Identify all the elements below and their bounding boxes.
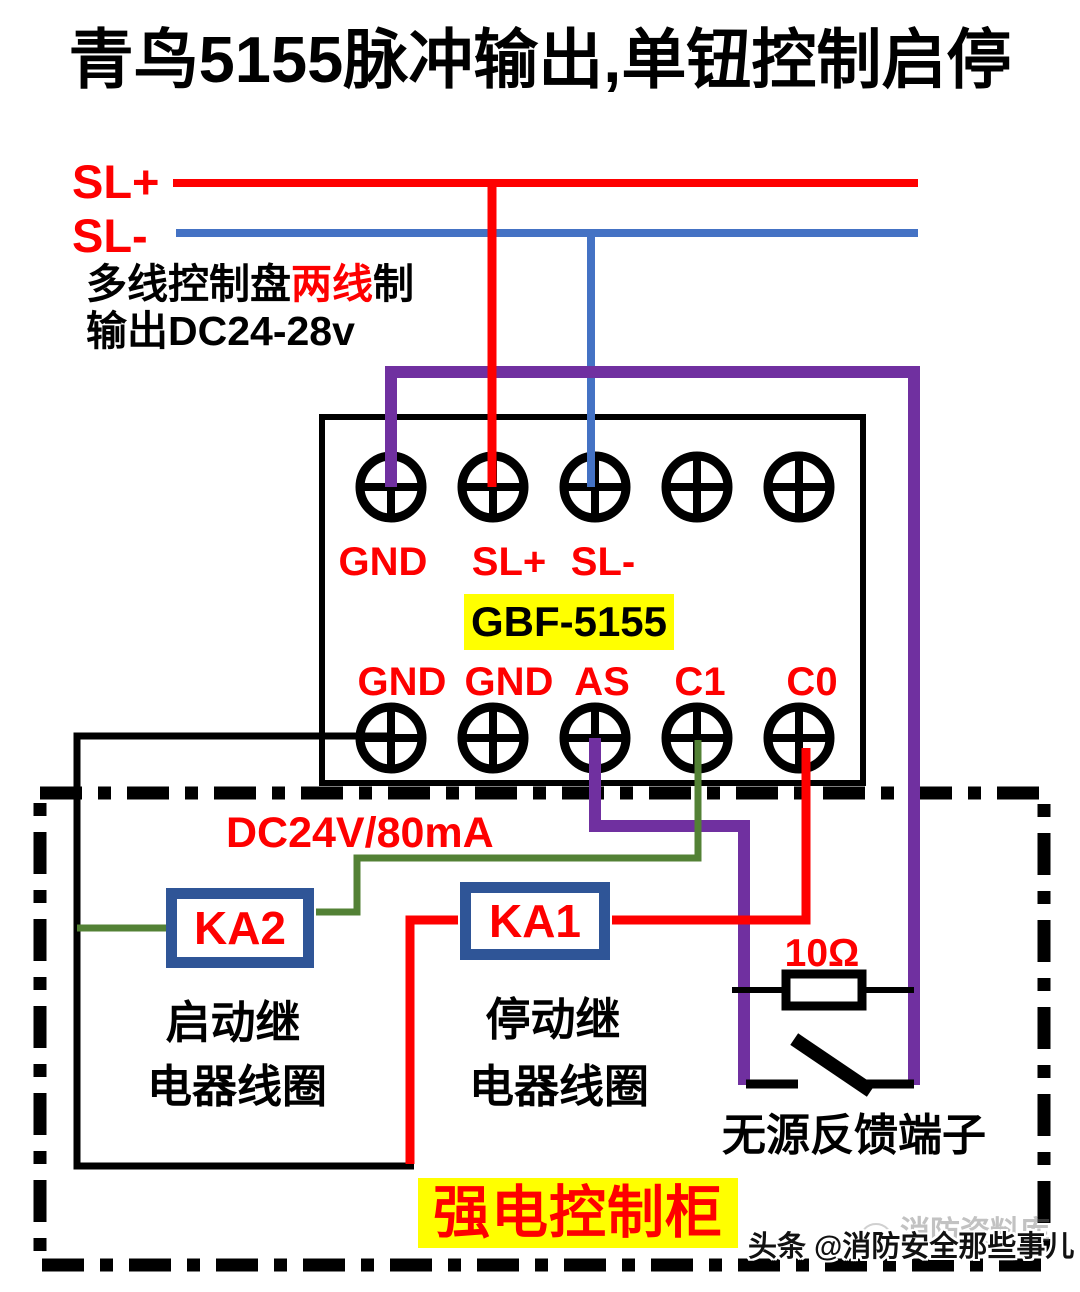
c0-to-ka1-red-wire [612, 748, 811, 925]
bus-note-suffix: 制 [373, 261, 414, 307]
bottom-terminal-label-gnd-2: GND [464, 660, 554, 704]
top-terminal-label-gnd: GND [338, 540, 428, 584]
bus-note-prefix: 多线控制盘 [86, 261, 291, 307]
feedback-terminal-label: 无源反馈端子 [722, 1111, 986, 1160]
gnd-loop-black-wire [73, 732, 414, 1170]
ka1-return-red-wire [405, 915, 458, 1164]
resistor-body [781, 969, 867, 1011]
cabinet-dashdot-border [33, 786, 1051, 1272]
sl-minus-bus-label: SL- [72, 209, 148, 262]
top-terminal-label-sl-plus: SL+ [471, 540, 547, 584]
terminal-bottom-gnd-2 [457, 702, 529, 774]
switch-blade [790, 1033, 875, 1097]
bottom-terminal-label-c1: C1 [674, 660, 726, 704]
bottom-terminal-label-c0: C0 [786, 660, 838, 704]
terminal-bottom-c0 [763, 702, 835, 774]
start-relay-ka2-box: KA2 [166, 888, 314, 968]
bus-note-highlight: 两线 [291, 261, 373, 307]
top-terminal-label-sl-minus: SL- [570, 540, 636, 584]
stop-relay-ka1-box: KA1 [460, 882, 610, 960]
sl-plus-bus-label: SL+ [72, 155, 160, 208]
gnd-to-feedback-purple-wire [385, 366, 920, 1085]
as-to-feedback-purple-wire [589, 738, 750, 1085]
bottom-terminal-label-gnd-1: GND [357, 660, 447, 704]
bottom-terminal-label-as: AS [574, 660, 630, 704]
module-model-badge: GBF-5155 [464, 594, 674, 650]
resistor-value-label: 10Ω [784, 932, 860, 975]
byline-watermark: 头条 @消防安全那些事儿 [748, 1231, 1075, 1263]
cabinet-name-badge: 强电控制柜 [418, 1178, 738, 1248]
stop-relay-desc-line2: 电器线圈 [468, 1061, 650, 1112]
watermark-logo-icon [859, 1223, 893, 1257]
power-rating-label: DC24V/80mA [226, 809, 494, 857]
terminal-top-spare-2 [763, 451, 835, 523]
start-relay-desc-line1: 启动继 [165, 997, 301, 1048]
terminal-top-spare-1 [661, 451, 733, 523]
c1-to-ka2-green-wire [316, 740, 702, 916]
page-title: 青鸟5155脉冲输出,单钮控制启停 [68, 23, 1012, 96]
start-relay-desc-line2: 电器线圈 [146, 1061, 328, 1112]
stop-relay-desc-line1: 停动继 [485, 994, 621, 1045]
terminal-bottom-c1 [661, 702, 733, 774]
bus-note-line2: 输出DC24-28v [86, 308, 355, 354]
bus-note-line1: 多线控制盘两线制 [86, 261, 414, 307]
faint-watermark-text: 消防资料库 [900, 1216, 1050, 1249]
